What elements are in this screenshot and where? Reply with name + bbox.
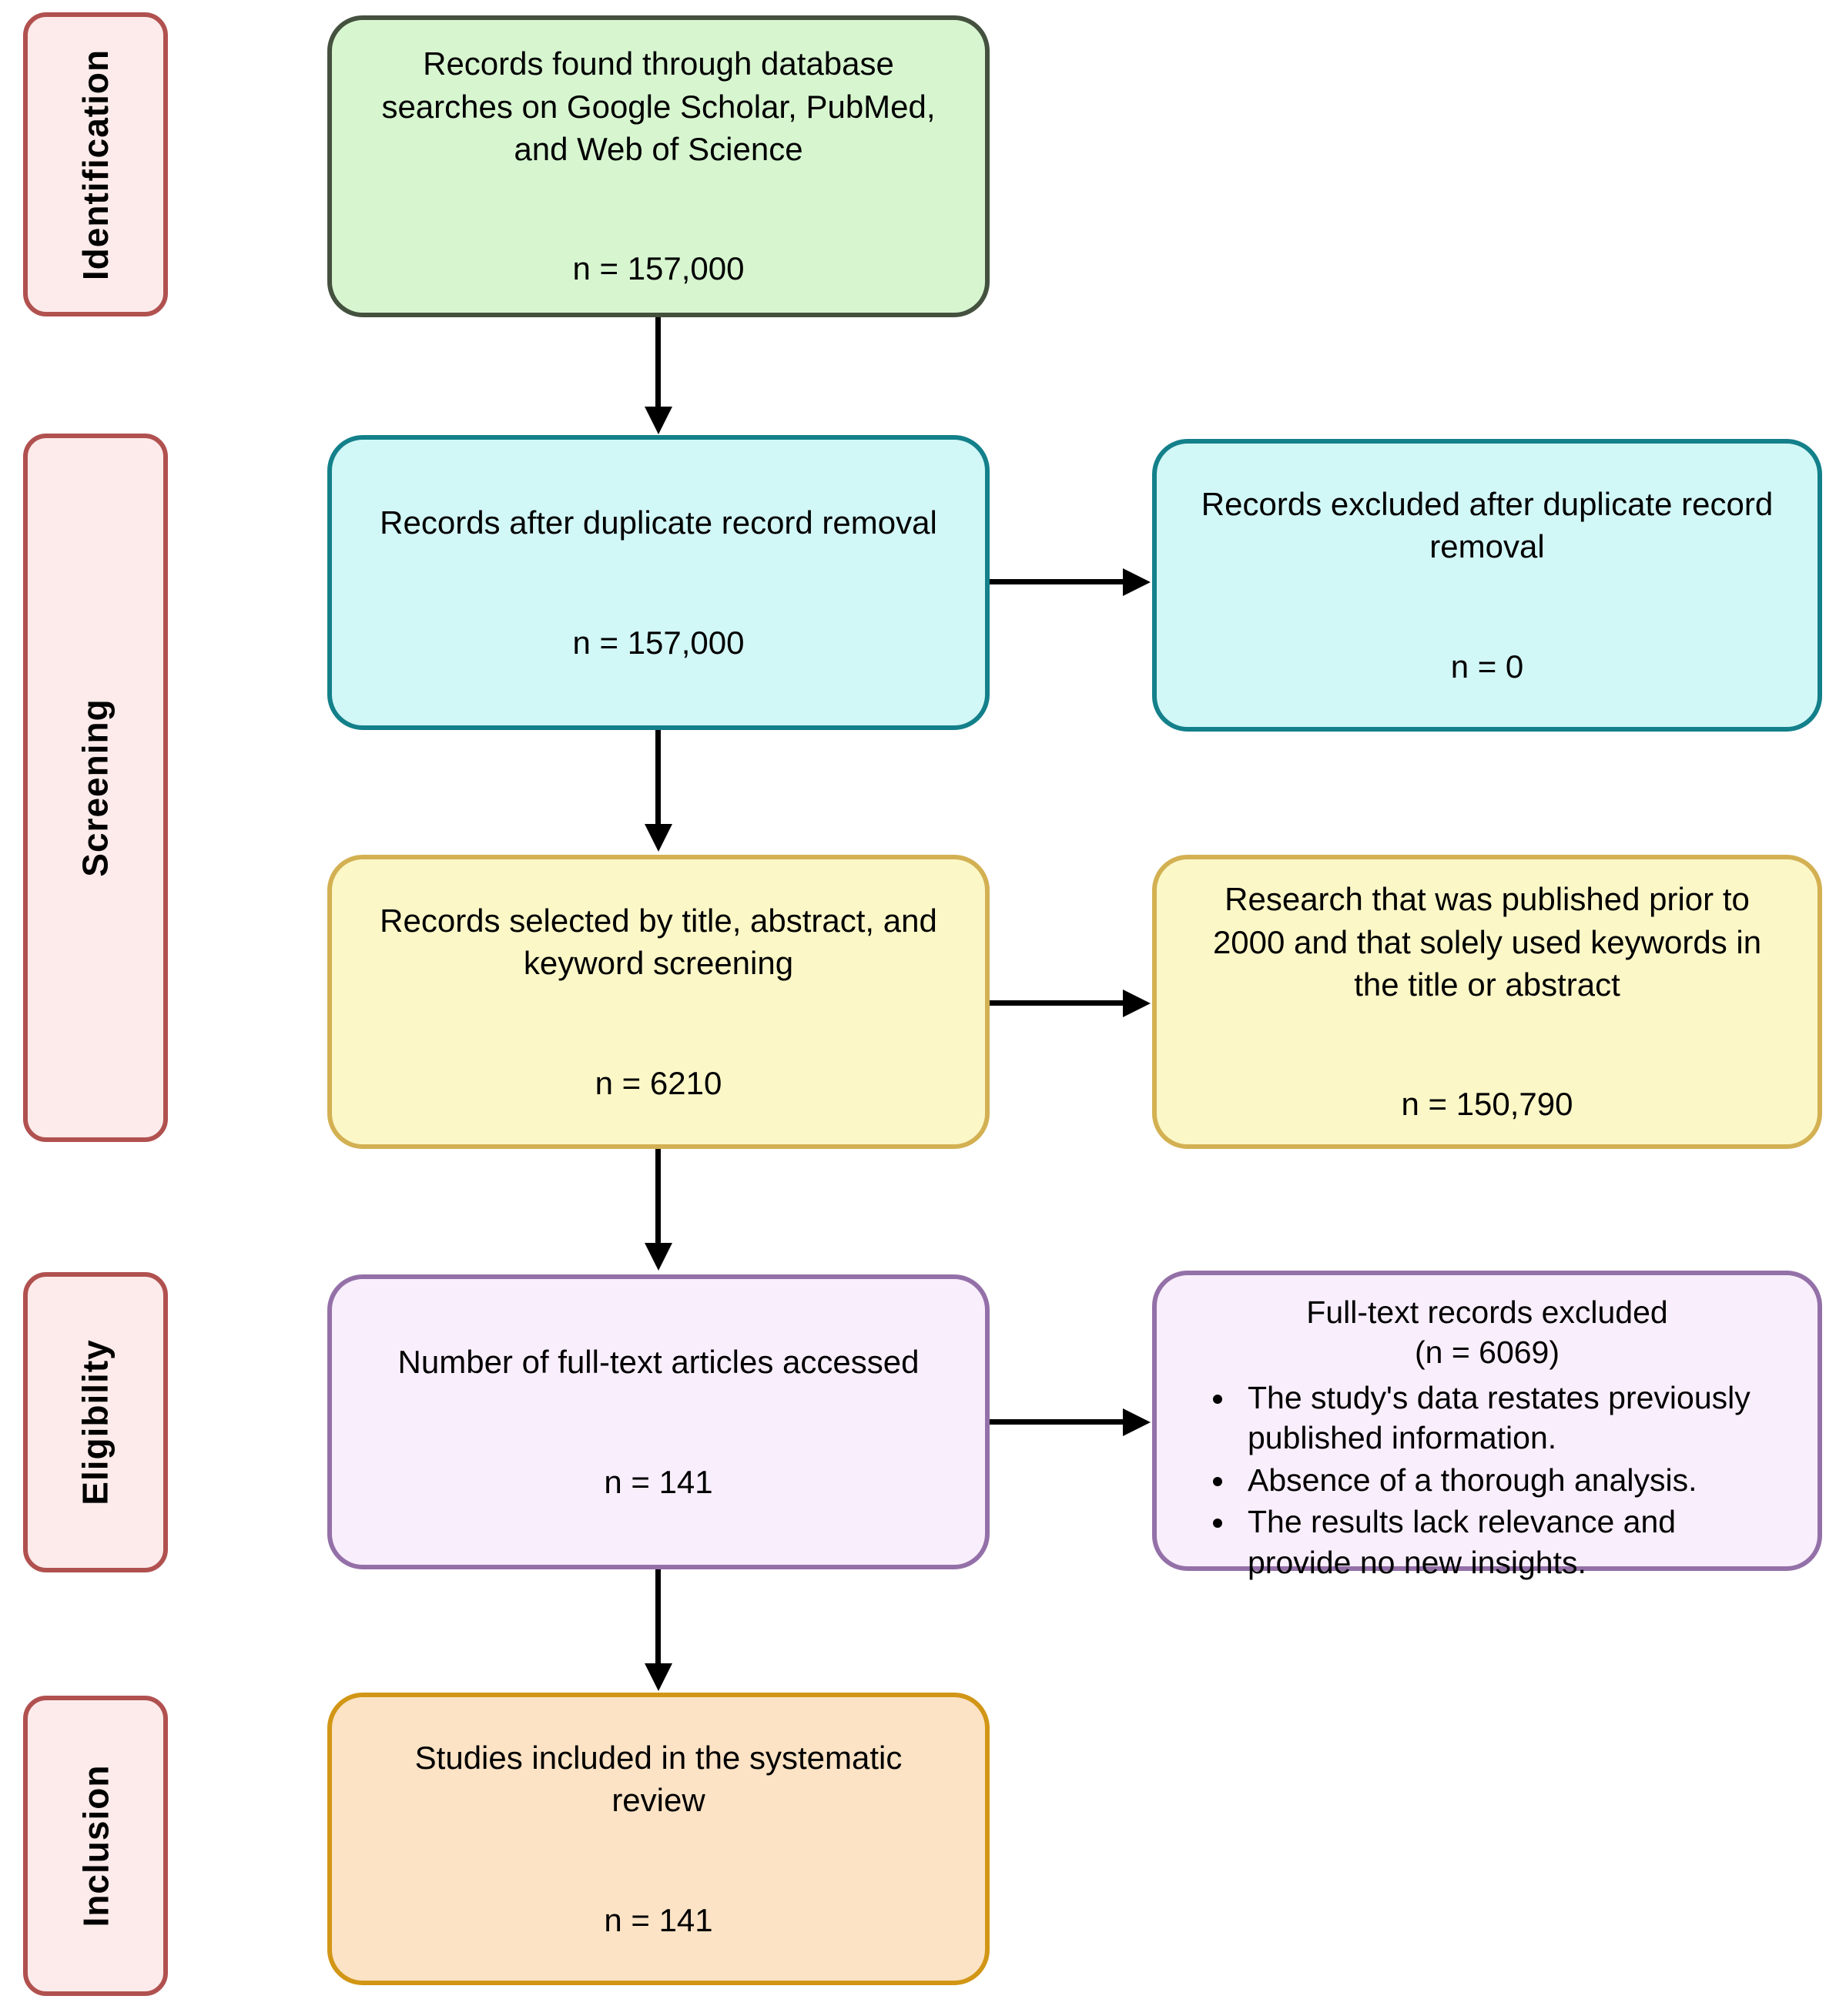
- exclusion-reason-item: Absence of a thorough analysis.: [1237, 1460, 1787, 1500]
- stage-label-eligibility: Eligibility: [23, 1272, 168, 1572]
- box-fulltext-count: n = 141: [604, 1463, 713, 1500]
- arrow-down-3-shaft: [655, 1149, 661, 1243]
- box-dedup: Records after duplicate record removal n…: [327, 435, 990, 730]
- box-included: Studies included in the systematic revie…: [327, 1693, 990, 1985]
- stage-label-inclusion-text: Inclusion: [75, 1764, 116, 1927]
- stage-label-eligibility-text: Eligibility: [75, 1339, 116, 1505]
- stage-label-identification-text: Identification: [75, 49, 116, 280]
- box-fulltext-excluded: Full-text records excluded (n = 6069) Th…: [1152, 1271, 1822, 1580]
- arrow-down-2-shaft: [655, 730, 661, 824]
- box-fulltext: Number of full-text articles accessed n …: [327, 1274, 990, 1569]
- box-fulltext-excluded-count: (n = 6069): [1414, 1335, 1560, 1371]
- arrow-down-2-head: [645, 824, 672, 852]
- box-fulltext-text: Number of full-text articles accessed: [397, 1344, 920, 1381]
- box-records-found-count: n = 157,000: [572, 250, 745, 287]
- arrow-right-3-shaft: [990, 1419, 1124, 1425]
- box-screened-text: Records selected by title, abstract, and…: [380, 902, 937, 982]
- box-screening-excluded-text: Research that was published prior to 200…: [1212, 881, 1762, 1003]
- box-dedup-excluded-text: Records excluded after duplicate record …: [1201, 485, 1774, 565]
- exclusion-reason-item: The study's data restates previously pub…: [1237, 1378, 1787, 1458]
- stage-label-screening-text: Screening: [75, 698, 116, 877]
- arrow-right-1-shaft: [990, 579, 1124, 584]
- arrow-right-1-head: [1123, 568, 1151, 596]
- box-dedup-excluded: Records excluded after duplicate record …: [1152, 439, 1822, 732]
- box-records-found: Records found through database searches …: [327, 15, 990, 317]
- box-screening-excluded-count: n = 150,790: [1401, 1086, 1573, 1123]
- box-screened-count: n = 6210: [595, 1064, 722, 1101]
- arrow-right-3-head: [1123, 1408, 1151, 1436]
- arrow-right-2-head: [1123, 990, 1151, 1017]
- stage-label-screening: Screening: [23, 434, 168, 1142]
- box-fulltext-excluded-title: Full-text records excluded: [1306, 1294, 1668, 1330]
- stage-label-inclusion: Inclusion: [23, 1696, 168, 1996]
- arrow-right-2-shaft: [990, 1000, 1124, 1006]
- stage-label-identification: Identification: [23, 12, 168, 316]
- arrow-down-3-head: [645, 1243, 672, 1271]
- box-included-count: n = 141: [604, 1901, 713, 1938]
- arrow-down-1-shaft: [655, 317, 661, 407]
- box-dedup-count: n = 157,000: [572, 624, 745, 661]
- box-screened: Records selected by title, abstract, and…: [327, 855, 990, 1149]
- box-dedup-text: Records after duplicate record removal: [380, 504, 937, 541]
- arrow-down-4-head: [645, 1663, 672, 1691]
- box-records-found-text: Records found through database searches …: [381, 45, 936, 167]
- box-screening-excluded: Research that was published prior to 200…: [1152, 855, 1822, 1149]
- arrow-down-4-shaft: [655, 1569, 661, 1663]
- box-included-text: Studies included in the systematic revie…: [414, 1739, 903, 1819]
- box-fulltext-excluded-reasons: The study's data restates previously pub…: [1188, 1376, 1787, 1584]
- box-dedup-excluded-count: n = 0: [1450, 648, 1524, 685]
- arrow-down-1-head: [645, 407, 672, 434]
- exclusion-reason-item: The results lack relevance and provide n…: [1237, 1502, 1787, 1582]
